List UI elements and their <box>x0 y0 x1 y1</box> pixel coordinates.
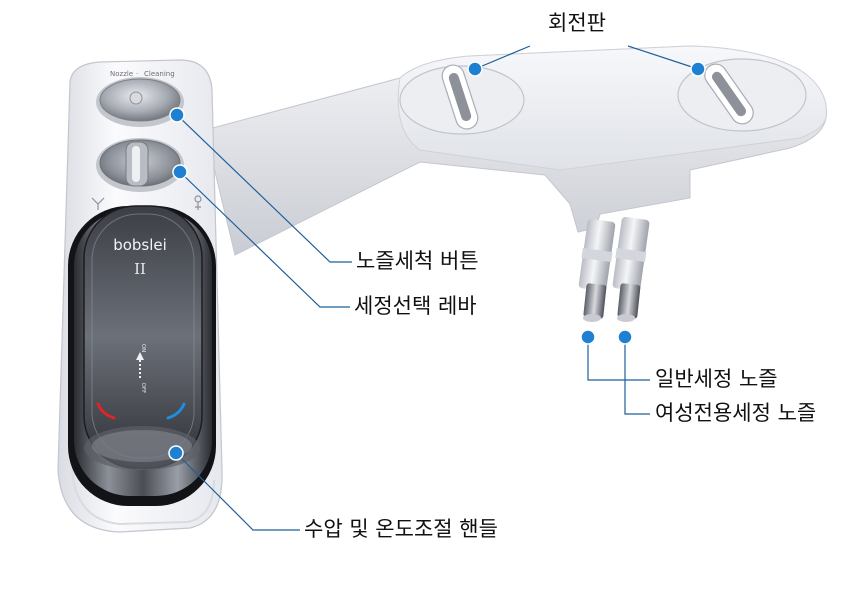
callout-dot-feminine <box>617 329 633 345</box>
callout-line-nozzle-clean <box>176 114 352 263</box>
svg-text:Nozzle: Nozzle <box>110 70 133 78</box>
pressure-temp-handle[interactable]: bobslei II ON OFF <box>68 205 216 506</box>
callout-dot-handle <box>168 445 184 461</box>
callout-lines <box>175 45 699 531</box>
nozzle-clean-button[interactable] <box>96 77 184 127</box>
callout-dots <box>168 61 706 461</box>
label-nozzle-clean-button: 노즐세척 버튼 <box>356 249 479 273</box>
callout-dot-plate-left <box>467 61 483 77</box>
arrow-up-icon <box>136 352 144 378</box>
svg-text:Cleaning: Cleaning <box>144 70 175 78</box>
model-mark: II <box>134 260 146 278</box>
callout-line-plate-right <box>627 45 699 70</box>
bidet-mode-icon <box>91 197 105 210</box>
general-nozzle-tip <box>583 283 607 322</box>
feminine-nozzle-tip <box>617 283 641 322</box>
on-label: ON <box>140 344 146 352</box>
callout-line-lever <box>179 171 350 308</box>
callout-dot-plate-right <box>690 61 706 77</box>
nozzle-assembly <box>578 216 650 322</box>
rotating-plate-right <box>677 58 807 132</box>
feminine-mode-icon <box>194 195 202 210</box>
callout-dot-general <box>580 329 596 345</box>
callout-line-plate-left <box>474 45 531 70</box>
callout-line-general <box>587 337 650 381</box>
callout-dot-lever <box>172 164 188 180</box>
label-pressure-temp-handle: 수압 및 온도조절 핸들 <box>304 517 498 541</box>
cold-indicator <box>166 402 186 420</box>
hot-indicator <box>96 402 116 420</box>
brand-logo: bobslei <box>113 236 167 254</box>
wash-select-lever[interactable] <box>96 138 184 192</box>
label-wash-select-lever: 세정선택 레바 <box>354 294 477 318</box>
label-rotating-plate: 회전판 <box>548 11 606 35</box>
button-caption: Nozzle · Cleaning <box>110 70 175 78</box>
callout-line-handle <box>175 452 300 531</box>
callout-dot-nozzle-clean <box>169 107 185 123</box>
label-feminine-nozzle: 여성전용세정 노즐 <box>655 401 817 425</box>
rotating-plate-left <box>399 64 525 135</box>
callout-line-feminine <box>624 337 650 415</box>
svg-text:·: · <box>136 70 138 78</box>
off-label: OFF <box>140 383 146 394</box>
label-general-nozzle: 일반세정 노즐 <box>655 367 778 391</box>
